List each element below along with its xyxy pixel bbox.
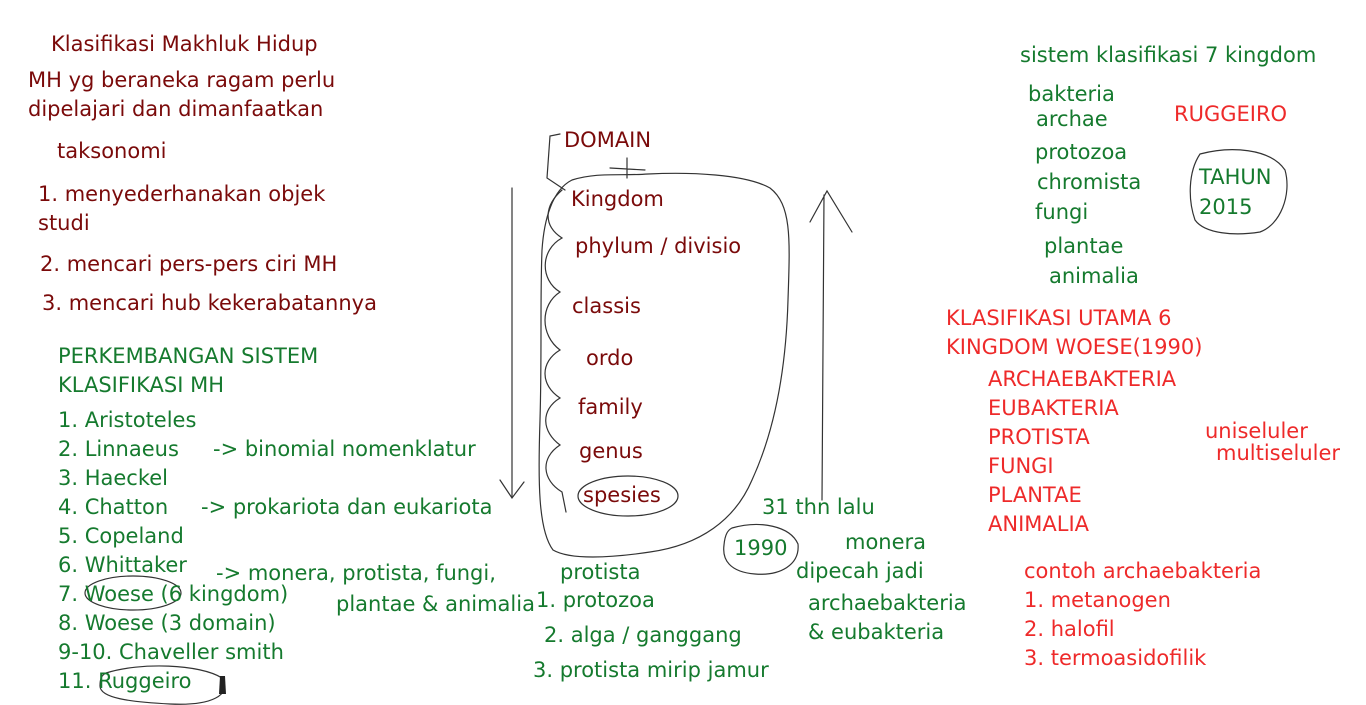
domain-bracket — [546, 133, 566, 191]
point-1-line-2: studi — [38, 211, 90, 235]
protista-title: protista — [560, 560, 641, 584]
six-kingdom-title-2: KINGDOM WOESE(1990) — [946, 335, 1203, 359]
taksonomi-label: taksonomi — [57, 139, 167, 163]
six-kingdom-title-1: KLASIFIKASI UTAMA 6 — [946, 306, 1172, 330]
tahun-label: TAHUN — [1199, 165, 1272, 189]
note-linnaeus: -> binomial nomenklatur — [213, 437, 476, 461]
seven-kingdom-item: chromista — [1037, 170, 1142, 194]
list-item: 4. Chatton — [58, 495, 169, 519]
seven-kingdom-item: archae — [1036, 107, 1108, 131]
years-ago: 31 thn lalu — [762, 495, 875, 519]
list-item: 1. Aristoteles — [58, 408, 197, 432]
hierarchy-item: Kingdom — [571, 187, 664, 211]
seven-kingdom-item: bakteria — [1028, 82, 1115, 106]
list-item: 3. Haeckel — [58, 466, 169, 490]
six-kingdom-item: PLANTAE — [988, 483, 1082, 507]
seven-kingdom-item: plantae — [1044, 234, 1124, 258]
point-1-line-1: 1. menyederhanakan objek — [38, 182, 326, 206]
tahun-year: 2015 — [1199, 195, 1253, 219]
hierarchy-outline — [538, 172, 790, 558]
six-kingdom-item: EUBAKTERIA — [988, 396, 1119, 420]
up-arrow — [809, 189, 853, 501]
spesies-circle — [577, 475, 679, 517]
list-item: 11. Ruggeiro — [58, 669, 192, 693]
woese-circle — [84, 575, 182, 611]
ruggeiro-circle — [99, 665, 226, 705]
list-item: 8. Woese (3 domain) — [58, 611, 276, 635]
note-whittaker-1: -> monera, protista, fungi, — [216, 561, 496, 585]
protista-item: 1. protozoa — [536, 588, 655, 612]
page-title: Klasifikasi Makhluk Hidup — [51, 32, 318, 56]
point-3: 3. mencari hub kekerabatannya — [42, 291, 377, 315]
hierarchy-item: phylum / divisio — [575, 234, 742, 258]
seven-kingdom-item: fungi — [1035, 200, 1089, 224]
pen-mark — [219, 676, 226, 694]
note-chatton: -> prokariota dan eukariota — [201, 495, 493, 519]
protista-item: 3. protista mirip jamur — [533, 658, 769, 682]
hierarchy-item: family — [578, 395, 643, 419]
list-item: 5. Copeland — [58, 524, 184, 548]
six-kingdom-item: ARCHAEBAKTERIA — [988, 367, 1177, 391]
monera-line-3: & eubakteria — [808, 620, 945, 644]
six-kingdom-item: PROTISTA — [988, 425, 1090, 449]
contoh-item: 1. metanogen — [1024, 588, 1171, 612]
year-1990: 1990 — [734, 536, 788, 560]
protista-item: 2. alga / ganggang — [544, 623, 742, 647]
ruggeiro-label: RUGGEIRO — [1174, 102, 1288, 126]
hierarchy-item: DOMAIN — [564, 128, 652, 152]
hierarchy-item: ordo — [586, 346, 634, 370]
six-kingdom-item: FUNGI — [988, 454, 1054, 478]
six-kingdom-item: ANIMALIA — [988, 512, 1090, 536]
monera-line-1: dipecah jadi — [796, 559, 924, 583]
contoh-item: 2. halofil — [1024, 617, 1115, 641]
monera-title: monera — [845, 530, 927, 554]
hierarchy-item: spesies — [583, 483, 661, 507]
perkembangan-title-1: PERKEMBANGAN SISTEM — [58, 344, 319, 368]
tahun-circle — [1189, 149, 1288, 235]
list-item: 7. Woese (6 kingdom) — [58, 582, 289, 606]
uniseluler-label: uniseluler — [1205, 419, 1308, 443]
list-item: 2. Linnaeus — [58, 437, 179, 461]
hierarchy-item: classis — [572, 294, 641, 318]
contoh-title: contoh archaebakteria — [1024, 559, 1262, 583]
monera-line-2: archaebakteria — [808, 591, 967, 615]
seven-kingdom-item: animalia — [1049, 264, 1139, 288]
point-2: 2. mencari pers-pers ciri MH — [40, 252, 338, 276]
down-arrow — [499, 187, 525, 500]
hierarchy-item: genus — [579, 439, 643, 463]
list-item: 9-10. Chaveller smith — [58, 640, 284, 664]
perkembangan-title-2: KLASIFIKASI MH — [58, 373, 224, 397]
zigzag-edge — [544, 189, 567, 513]
multiseluler-label: multiseluler — [1216, 441, 1341, 465]
contoh-item: 3. termoasidofilik — [1024, 646, 1207, 670]
seven-kingdom-title: sistem klasifikasi 7 kingdom — [1020, 43, 1317, 67]
list-item: 6. Whittaker — [58, 553, 187, 577]
seven-kingdom-item: protozoa — [1035, 140, 1128, 164]
intro-line-2: dipelajari dan dimanfaatkan — [28, 97, 324, 121]
year-1990-circle — [723, 523, 799, 575]
intro-line-1: MH yg beraneka ragam perlu — [28, 68, 336, 92]
note-whittaker-2: plantae & animalia — [336, 592, 535, 616]
